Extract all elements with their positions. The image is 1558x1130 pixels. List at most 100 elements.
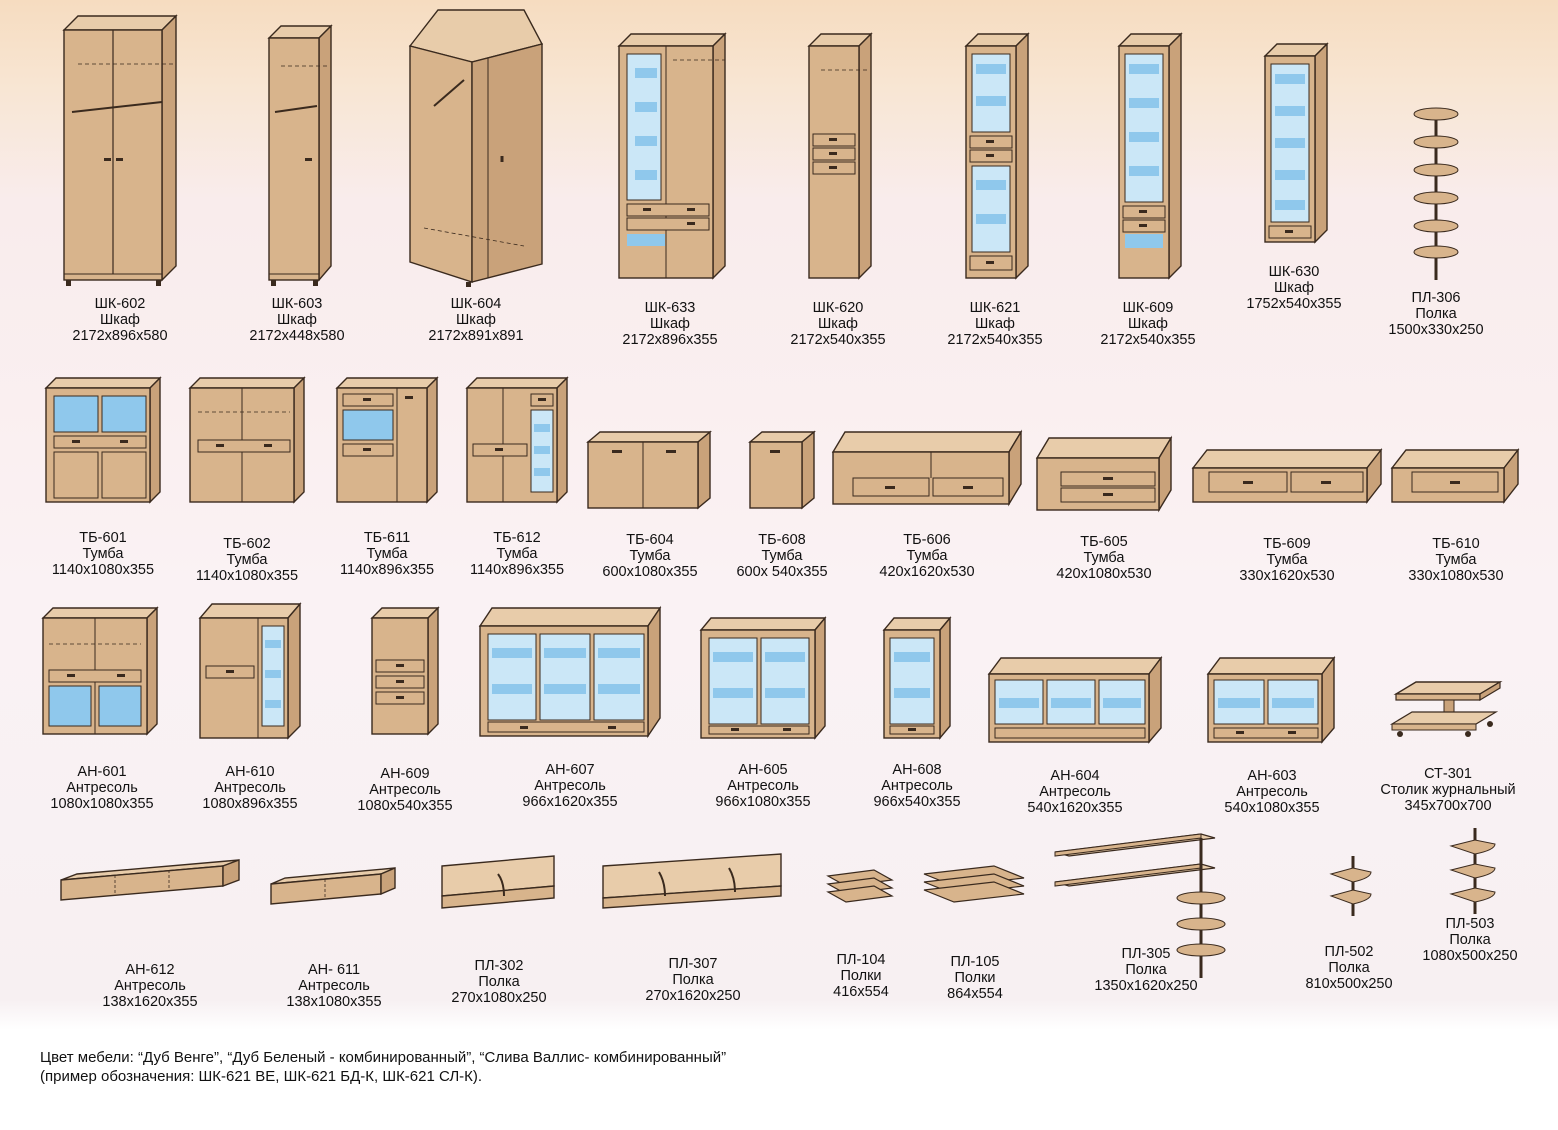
item-code: АН-608 [892, 762, 942, 778]
item-pl-104[interactable]: ПЛ-104 Полки 416х554 [806, 866, 916, 1000]
item-type: Шкаф [975, 316, 1015, 332]
item-tb-606[interactable]: ТБ-606 Тумба 420х1620х530 [824, 426, 1030, 580]
item-st-301[interactable]: СТ-301 Столик журнальный 345х700х700 [1366, 680, 1530, 814]
item-size: 1752х540х355 [1246, 296, 1342, 312]
item-pl-503[interactable]: ПЛ-503 Полка 1080х500х250 [1408, 824, 1532, 964]
item-size: 2172х896х580 [72, 328, 168, 344]
item-an-607[interactable]: АН-607 Антресоль 966х1620х355 [470, 602, 670, 810]
item-shk-603[interactable]: ШК-603 Шкаф 2172х448х580 [242, 8, 352, 344]
item-type: Шкаф [277, 312, 317, 328]
corner-shelf-small-image [1329, 856, 1372, 916]
item-type: Полка [1415, 306, 1457, 322]
item-pl-305[interactable]: ПЛ-305 Полка 1350х1620х250 [1048, 828, 1244, 994]
item-shk-633[interactable]: ШК-633 Шкаф 2172х896х355 [600, 30, 740, 348]
item-tb-605[interactable]: ТБ-605 Тумба 420х1080х530 [1030, 434, 1178, 582]
item-size: 966х1080х355 [715, 794, 811, 810]
item-type: Тумба [226, 552, 268, 568]
item-code: ТБ-601 [79, 530, 127, 546]
item-shk-620[interactable]: ШК-620 Шкаф 2172х540х355 [778, 30, 898, 348]
item-code: ПЛ-307 [668, 956, 718, 972]
item-shk-604[interactable]: ШК-604 Шкаф 2172х891х891 [404, 6, 548, 344]
tv-stand-image [831, 429, 1023, 507]
item-an-605[interactable]: АН-605 Антресоль 966х1080х355 [690, 614, 836, 810]
item-size: 864х554 [947, 986, 1003, 1002]
item-tb-611[interactable]: ТБ-611 Тумба 1140х896х355 [322, 372, 452, 578]
item-pl-302[interactable]: ПЛ-302 Полка 270х1080х250 [428, 852, 570, 1006]
corner-shelf-large-image [1449, 828, 1496, 914]
item-code: ШК-621 [969, 300, 1021, 316]
item-shk-602[interactable]: ШК-602 Шкаф 2172х896х580 [52, 8, 188, 344]
item-size: 2172х540х355 [947, 332, 1043, 348]
item-size: 2172х891х891 [428, 328, 524, 344]
item-code: АН-603 [1247, 768, 1297, 784]
item-size: 270х1620х250 [645, 988, 741, 1004]
item-size: 1140х896х355 [469, 562, 565, 578]
tv-stand-short-image [1035, 435, 1173, 513]
mezzanine-low-image [1206, 655, 1336, 744]
shelf-set-small-image [826, 869, 894, 903]
item-an-601[interactable]: АН-601 Антресоль 1080х1080х355 [34, 604, 170, 812]
item-type: Тумба [761, 548, 803, 564]
item-an-609[interactable]: АН-609 Антресоль 1080х540х355 [346, 604, 464, 814]
item-tb-610[interactable]: ТБ-610 Тумба 330х1080х530 [1384, 446, 1528, 584]
item-type: Шкаф [1128, 316, 1168, 332]
showcase-short-image [1263, 42, 1329, 244]
item-type: Шкаф [100, 312, 140, 328]
item-an-603[interactable]: АН-603 Антресоль 540х1080х355 [1200, 654, 1344, 816]
item-code: ПЛ-105 [950, 954, 1000, 970]
mezzanine-mixed-image [198, 602, 302, 740]
item-size: 600х1080х355 [602, 564, 698, 580]
item-code: ШК-602 [94, 296, 146, 312]
item-pl-306[interactable]: ПЛ-306 Полка 1500х330х250 [1376, 104, 1496, 338]
item-shk-609[interactable]: ШК-609 Шкаф 2172х540х355 [1088, 30, 1208, 348]
wardrobe-2door-image [62, 14, 178, 286]
low-tv-stand-short-image [1390, 447, 1520, 505]
item-size: 330х1080х530 [1408, 568, 1504, 584]
item-code: ТБ-608 [758, 532, 806, 548]
item-type: Антресоль [214, 780, 286, 796]
color-note-line-1: Цвет мебели: “Дуб Венге”, “Дуб Беленый -… [40, 1049, 727, 1066]
item-code: ПЛ-306 [1411, 290, 1461, 306]
item-an-612[interactable]: АН-612 Антресоль 138х1620х355 [52, 856, 248, 1010]
item-tb-612[interactable]: ТБ-612 Тумба 1140х896х355 [452, 372, 582, 578]
item-pl-502[interactable]: ПЛ-502 Полка 810х500х250 [1290, 852, 1408, 992]
item-tb-602[interactable]: ТБ-602 Тумба 1140х1080х355 [172, 372, 322, 584]
item-type: Шкаф [1274, 280, 1314, 296]
item-type: Полка [1328, 960, 1370, 976]
item-type: Антресоль [1039, 784, 1111, 800]
item-tb-608[interactable]: ТБ-608 Тумба 600х 540х355 [726, 428, 838, 580]
item-type: Полка [1125, 962, 1167, 978]
item-size: 1140х1080х355 [195, 568, 299, 584]
item-tb-604[interactable]: ТБ-604 Тумба 600х1080х355 [580, 428, 720, 580]
item-an-610[interactable]: АН-610 Антресоль 1080х896х355 [188, 598, 312, 812]
item-code: ШК-620 [812, 300, 864, 316]
item-tb-601[interactable]: ТБ-601 Тумба 1140х1080х355 [30, 372, 176, 578]
item-code: ТБ-604 [626, 532, 674, 548]
item-pl-307[interactable]: ПЛ-307 Полка 270х1620х250 [590, 850, 796, 1004]
item-type: Антресоль [881, 778, 953, 794]
item-size: 966х1620х355 [522, 794, 618, 810]
item-code: АН- 611 [307, 962, 361, 978]
item-type: Шкаф [456, 312, 496, 328]
wardrobe-narrow-glass-image [964, 32, 1030, 280]
item-type: Тумба [1435, 552, 1477, 568]
item-code: АН-605 [738, 762, 788, 778]
item-size: 2172х540х355 [1100, 332, 1196, 348]
item-an-604[interactable]: АН-604 Антресоль 540х1620х355 [980, 654, 1170, 816]
item-pl-105[interactable]: ПЛ-105 Полки 864х554 [916, 862, 1034, 1002]
item-an-608[interactable]: АН-608 Антресоль 966х540х355 [858, 614, 976, 810]
item-size: 416х554 [833, 984, 889, 1000]
item-code: ТБ-602 [223, 536, 271, 552]
item-tb-609[interactable]: ТБ-609 Тумба 330х1620х530 [1180, 446, 1394, 584]
item-type: Столик журнальный [1380, 782, 1516, 798]
item-code: АН-610 [225, 764, 275, 780]
item-shk-621[interactable]: ШК-621 Шкаф 2172х540х355 [935, 30, 1055, 348]
item-size: 2172х540х355 [790, 332, 886, 348]
item-code: СТ-301 [1424, 766, 1472, 782]
item-code: ТБ-611 [363, 530, 411, 546]
item-shk-630[interactable]: ШК-630 Шкаф 1752х540х355 [1234, 40, 1354, 312]
shelf-combo-image [1054, 833, 1226, 978]
item-size: 420х1080х530 [1056, 566, 1152, 582]
item-an-611[interactable]: АН- 611 Антресоль 138х1080х355 [264, 866, 404, 1010]
item-code: ТБ-610 [1432, 536, 1480, 552]
